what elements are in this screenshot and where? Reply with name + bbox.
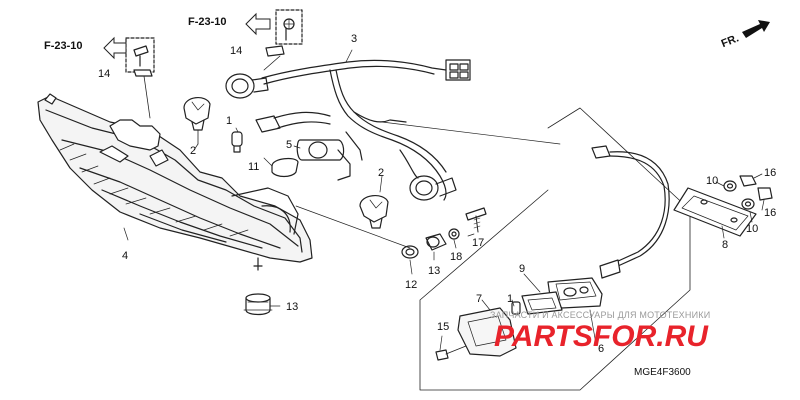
callout-4: 4 <box>122 250 129 262</box>
screw-14-left <box>125 37 155 119</box>
screw-15 <box>435 345 467 361</box>
grommet-13-lower <box>243 293 273 316</box>
wire-harness-3 <box>225 59 471 201</box>
callout-16-lower: 16 <box>764 207 777 219</box>
leader-line <box>295 205 411 249</box>
washer-18 <box>448 228 460 240</box>
bulb-2-right <box>359 195 389 229</box>
bulb-2-left <box>183 97 211 145</box>
bulb-11-flat <box>271 157 299 178</box>
front-direction-arrow <box>742 20 770 38</box>
bulb-1-small <box>231 131 243 153</box>
reference-arrow-top <box>245 12 271 36</box>
callout-12: 12 <box>405 279 418 291</box>
license-light-housing-9 <box>547 277 603 309</box>
license-light-wire <box>591 145 670 279</box>
callout-6: 6 <box>598 343 605 355</box>
screw-14-top <box>263 9 303 71</box>
leader-line <box>381 121 561 145</box>
callout-10-upper: 10 <box>706 175 719 187</box>
nut-10-upper <box>723 180 737 192</box>
watermark-logo: PARTSFOR.RU <box>494 322 708 352</box>
reference-arrow-left <box>103 36 127 60</box>
bolt-17 <box>465 207 487 233</box>
callout-18: 18 <box>450 251 463 263</box>
callout-14-left: 14 <box>98 68 111 80</box>
callout-1-license: 1 <box>507 293 514 305</box>
gasket <box>521 291 563 315</box>
callout-9: 9 <box>519 263 526 275</box>
reference-code-top: F-23-10 <box>188 16 227 28</box>
callout-13-upper: 13 <box>428 265 441 277</box>
license-light-frame <box>419 107 691 391</box>
callout-2-right: 2 <box>378 167 385 179</box>
lens-7 <box>457 307 517 357</box>
callout-8: 8 <box>722 239 729 251</box>
callout-17: 17 <box>472 237 485 249</box>
callout-5: 5 <box>286 139 293 151</box>
bolt-16-upper <box>739 175 757 187</box>
callout-13-lower: 13 <box>286 301 299 313</box>
callout-leaders <box>123 49 765 351</box>
callout-16-upper: 16 <box>764 167 777 179</box>
nut-10-lower <box>741 198 755 210</box>
watermark-brand-b: FOR.RU <box>592 320 708 353</box>
callout-2-left: 2 <box>190 145 197 157</box>
bolt-16-lower <box>757 187 773 201</box>
nut-12 <box>401 245 419 259</box>
grommet-13-upper <box>425 233 447 251</box>
diagram-code: MGE4F3600 <box>634 367 691 378</box>
callout-1-upper: 1 <box>226 115 233 127</box>
callout-14-top: 14 <box>230 45 243 57</box>
watermark-brand-a: PARTS <box>494 320 593 353</box>
reference-code-left: F-23-10 <box>44 40 83 52</box>
callout-15: 15 <box>437 321 450 333</box>
cover-8 <box>673 187 757 237</box>
callout-10-lower: 10 <box>746 223 759 235</box>
watermark-caption: ЗАПЧАСТИ И АКСЕССУАРЫ ДЛЯ МОТОТЕХНИКИ <box>490 310 711 320</box>
callout-3: 3 <box>351 33 358 45</box>
tail-light-housing <box>37 93 313 271</box>
callout-7: 7 <box>476 293 483 305</box>
callout-11: 11 <box>248 161 260 173</box>
